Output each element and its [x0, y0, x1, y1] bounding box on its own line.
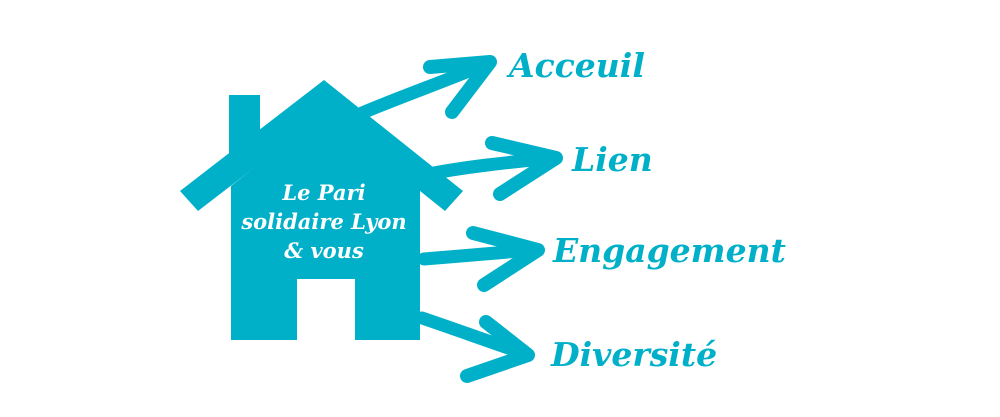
house-roof [180, 80, 463, 211]
arrow-acceuil-head [423, 55, 497, 119]
arrow-lien-head [485, 136, 563, 201]
house-icon [180, 80, 463, 340]
house-title-line-1: Le Pari [281, 180, 365, 205]
arrow-acceuil [355, 55, 497, 120]
value-label-lien: Lien [571, 140, 653, 179]
arrow-diversite [415, 311, 535, 383]
value-label-diversite: Diversité [550, 335, 717, 374]
house-title-line-2: solidaire Lyon [240, 209, 406, 234]
house-body [231, 112, 420, 340]
value-label-acceuil: Acceuil [506, 46, 645, 85]
arrow-diversite-head [460, 315, 535, 383]
arrow-lien [417, 136, 563, 201]
arrow-engagement [417, 226, 545, 292]
arrow-engagement-head [466, 226, 545, 292]
value-label-engagement: Engagement [552, 231, 786, 270]
house-title-line-3: & vous [284, 238, 364, 263]
